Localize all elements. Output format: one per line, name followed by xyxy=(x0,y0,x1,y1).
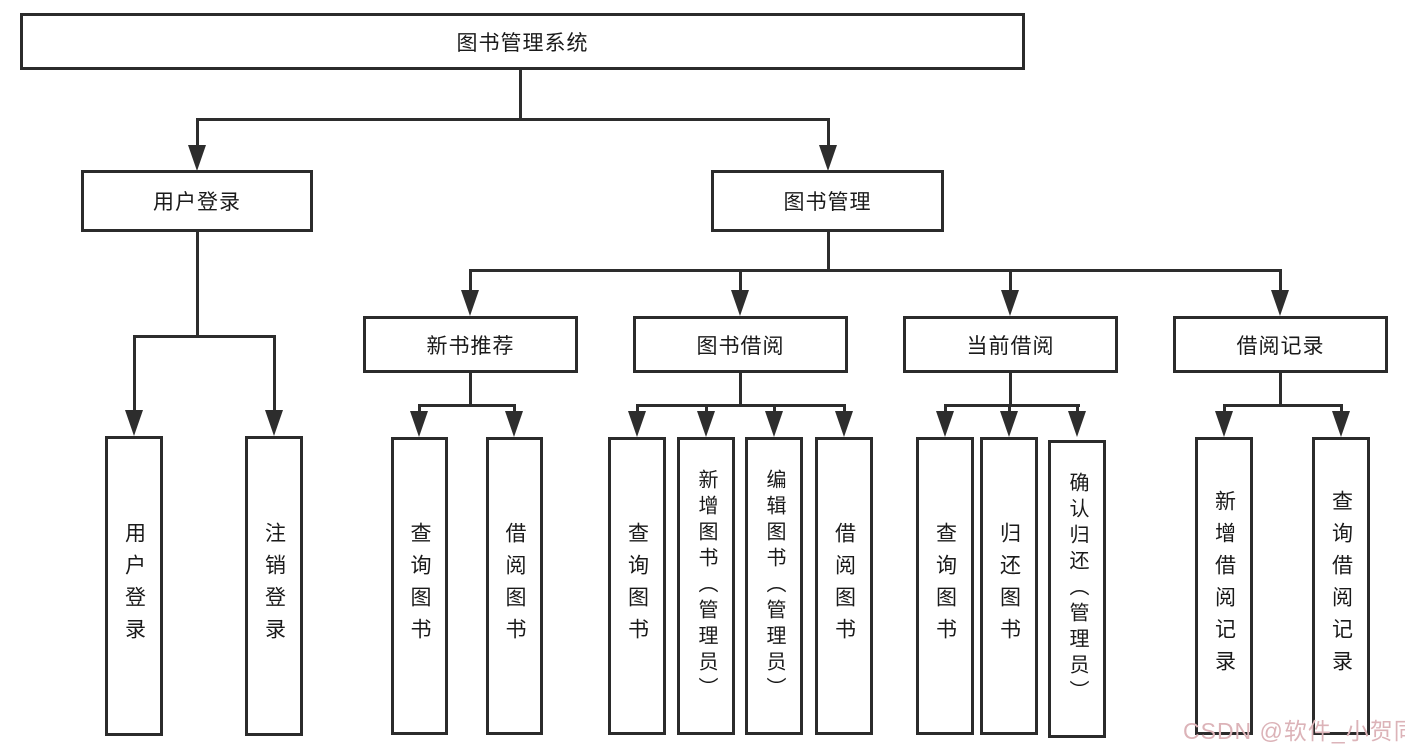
arrow-down-icon xyxy=(461,290,479,316)
leaf-user-login: 用户登录 xyxy=(105,436,163,736)
arrow-down-icon xyxy=(125,410,143,436)
connector-line xyxy=(1223,404,1226,414)
connector-line xyxy=(739,269,742,293)
node-label: 用户登录 xyxy=(153,191,241,214)
csdn-watermark: CSDN @软件_小贺同学 xyxy=(1183,718,1405,744)
leaf-edit-books-admin: 编辑图书（管理员） xyxy=(745,437,803,735)
arrow-down-icon xyxy=(765,411,783,437)
leaf-add-books-admin: 新增图书（管理员） xyxy=(677,437,735,735)
arrow-down-icon xyxy=(835,411,853,437)
arrow-down-icon xyxy=(1332,411,1350,437)
arrow-down-icon xyxy=(1068,411,1086,437)
connector-line xyxy=(1279,373,1282,406)
arrow-down-icon xyxy=(265,410,283,436)
node-label: 图书管理系统 xyxy=(456,31,589,55)
connector-line xyxy=(1340,404,1343,414)
connector-line xyxy=(1076,404,1079,414)
connector-line xyxy=(773,404,776,414)
node-current-borrow: 当前借阅 xyxy=(903,316,1118,373)
connector-line xyxy=(843,404,846,414)
arrow-down-icon xyxy=(628,411,646,437)
connector-line xyxy=(418,404,516,407)
leaf-query-books: 查询图书 xyxy=(916,437,974,735)
arrow-down-icon xyxy=(819,145,837,171)
node-root-library-system: 图书管理系统 xyxy=(20,13,1025,70)
node-label: 查询借阅记录 xyxy=(1329,490,1353,682)
leaf-add-borrow-record: 新增借阅记录 xyxy=(1195,437,1253,735)
connector-line xyxy=(133,335,136,413)
node-label: 借阅记录 xyxy=(1236,334,1325,358)
leaf-query-books: 查询图书 xyxy=(391,437,448,735)
arrow-down-icon xyxy=(731,290,749,316)
arrow-down-icon xyxy=(505,411,523,437)
node-new-book-recommend: 新书推荐 xyxy=(363,316,578,373)
connector-line xyxy=(636,404,639,414)
connector-line xyxy=(944,404,1080,407)
node-label: 借阅图书 xyxy=(503,522,526,650)
node-label: 借阅图书 xyxy=(832,522,856,650)
connector-line xyxy=(469,373,472,406)
node-label: 图书管理 xyxy=(783,191,872,214)
connector-line xyxy=(469,269,1282,272)
arrow-down-icon xyxy=(188,145,206,171)
arrow-down-icon xyxy=(1001,290,1019,316)
node-label: 新增图书（管理员） xyxy=(695,469,717,703)
connector-line xyxy=(944,404,947,414)
connector-line xyxy=(1223,404,1343,407)
node-label: 用户登录 xyxy=(122,522,146,650)
connector-line xyxy=(418,404,421,414)
node-label: 注销登录 xyxy=(262,522,286,650)
node-label: 新书推荐 xyxy=(426,334,515,358)
node-book-borrow: 图书借阅 xyxy=(633,316,848,373)
arrow-down-icon xyxy=(697,411,715,437)
leaf-return-books: 归还图书 xyxy=(980,437,1038,735)
leaf-logout: 注销登录 xyxy=(245,436,303,736)
node-user-login-module: 用户登录 xyxy=(81,170,313,232)
arrow-down-icon xyxy=(410,411,428,437)
arrow-down-icon xyxy=(1000,411,1018,437)
connector-line xyxy=(636,404,846,407)
connector-line xyxy=(196,118,830,121)
connector-line xyxy=(133,335,276,338)
connector-line xyxy=(1008,404,1011,414)
leaf-confirm-return-admin: 确认归还（管理员） xyxy=(1048,440,1106,738)
node-book-management: 图书管理 xyxy=(711,170,944,232)
connector-line xyxy=(1009,269,1012,293)
node-borrow-records: 借阅记录 xyxy=(1173,316,1388,373)
arrow-down-icon xyxy=(936,411,954,437)
leaf-query-books: 查询图书 xyxy=(608,437,666,735)
node-label: 查询图书 xyxy=(625,522,649,650)
leaf-borrow-books: 借阅图书 xyxy=(815,437,873,735)
connector-line xyxy=(196,118,199,148)
node-label: 图书借阅 xyxy=(696,334,785,358)
arrow-down-icon xyxy=(1215,411,1233,437)
connector-line xyxy=(739,373,742,406)
connector-line xyxy=(1009,373,1012,406)
node-label: 查询图书 xyxy=(933,522,957,650)
leaf-query-borrow-record: 查询借阅记录 xyxy=(1312,437,1370,735)
leaf-borrow-books: 借阅图书 xyxy=(486,437,543,735)
node-label: 确认归还（管理员） xyxy=(1066,472,1088,706)
node-label: 编辑图书（管理员） xyxy=(763,469,785,703)
node-label: 归还图书 xyxy=(997,522,1021,650)
connector-line xyxy=(513,404,516,414)
connector-line xyxy=(469,269,472,293)
arrow-down-icon xyxy=(1271,290,1289,316)
connector-line xyxy=(1279,269,1282,293)
connector-line xyxy=(705,404,708,414)
node-label: 当前借阅 xyxy=(966,334,1055,358)
connector-line xyxy=(827,232,830,271)
connector-line xyxy=(827,118,830,148)
node-label: 查询图书 xyxy=(408,522,431,650)
connector-line xyxy=(196,232,199,337)
node-label: 新增借阅记录 xyxy=(1212,490,1236,682)
connector-line xyxy=(519,70,522,120)
connector-line xyxy=(273,335,276,413)
